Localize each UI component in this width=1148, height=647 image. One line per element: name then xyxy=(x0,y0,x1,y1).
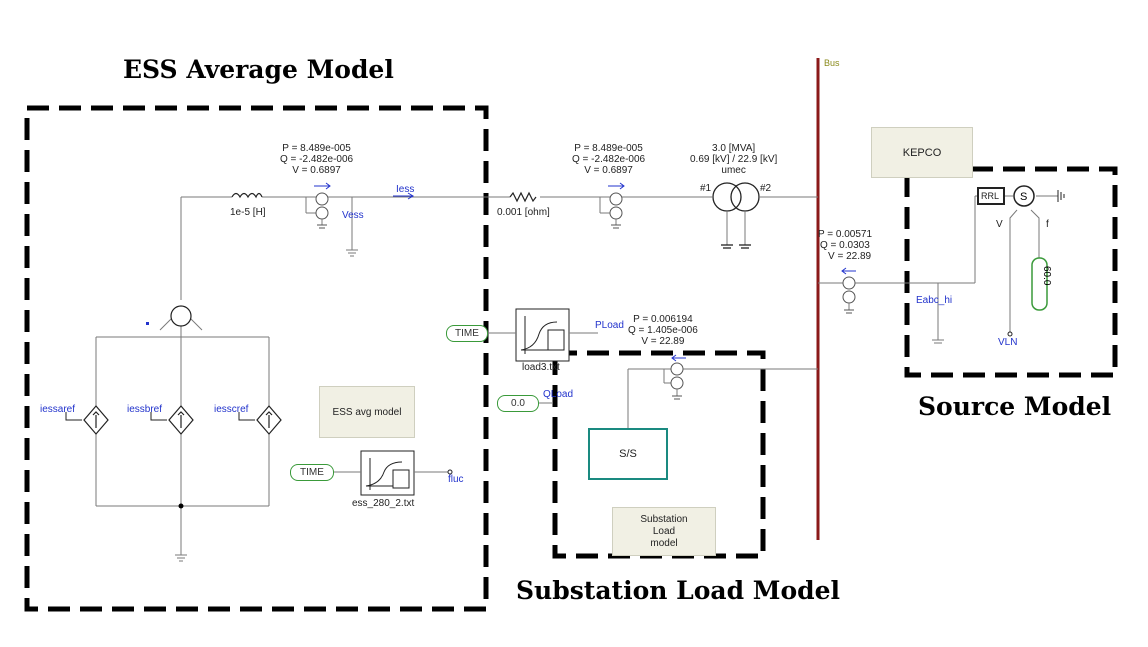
inductor-label: 1e-5 [H] xyxy=(230,207,266,218)
source-ref-arrows xyxy=(65,412,255,421)
meter-ess-out-readout: P = 8.489e-005 Q = -2.482e-006 V = 0.689… xyxy=(280,143,353,176)
pload-label: PLoad xyxy=(595,320,624,331)
bus-src-p: P = 0.00571 xyxy=(818,229,873,240)
tx-in-v: V = 0.6897 xyxy=(584,165,633,176)
ss-p: P = 0.006194 xyxy=(633,314,693,325)
ss-load-line-3: model xyxy=(650,537,678,549)
iess-label: Iess xyxy=(396,184,415,195)
substation-wire xyxy=(627,368,818,428)
load-table-wires xyxy=(486,332,598,404)
transformer-rating: 3.0 [MVA] xyxy=(712,143,756,154)
current-source-a[interactable] xyxy=(83,405,109,435)
meter-tx-in xyxy=(599,192,623,229)
v-input-label: V xyxy=(996,219,1003,230)
meter-arrow-1 xyxy=(314,182,331,190)
vln-terminal xyxy=(1007,331,1013,337)
transformer-voltage: 0.69 [kV] / 22.9 [kV] xyxy=(690,154,778,165)
source-title: Source Model xyxy=(918,392,1112,421)
tx-in-q: Q = -2.482e-006 xyxy=(572,154,646,165)
source-s-glyph: S xyxy=(1020,191,1027,203)
substation-title: Substation Load Model xyxy=(516,576,840,605)
ss-q: Q = 1.405e-006 xyxy=(628,325,698,336)
transformer-name: umec xyxy=(721,165,746,176)
ess-ground-node xyxy=(178,503,184,509)
transformer-w2: #2 xyxy=(760,183,772,194)
transformer-symbol xyxy=(712,182,760,249)
qload-label: QLoad xyxy=(543,389,574,400)
vess-label: Vess xyxy=(342,210,364,221)
meter-bus-src xyxy=(842,276,856,314)
meter-arrow-4 xyxy=(671,354,686,362)
ss-load-line-1: Substation xyxy=(640,513,688,525)
current-source-c[interactable] xyxy=(256,405,282,435)
iesscref-label: iesscref xyxy=(214,404,249,415)
ess-out-v: V = 0.6897 xyxy=(292,165,341,176)
iessaref-label: iessaref xyxy=(40,404,76,415)
voltage-source-symbol[interactable] xyxy=(1013,185,1035,207)
bus-src-v: V = 22.89 xyxy=(828,251,872,262)
meter-arrow-2 xyxy=(608,182,625,190)
vess-probe xyxy=(346,197,358,257)
source-ground-icon xyxy=(1057,190,1065,202)
ss-load-line-2: Load xyxy=(652,525,676,537)
time-input-load[interactable]: TIME xyxy=(446,325,488,342)
ess-marker xyxy=(146,322,149,325)
ess-converter xyxy=(95,311,270,562)
load-table-block[interactable] xyxy=(515,308,570,362)
qload-const-input[interactable]: 0.0 xyxy=(497,395,539,412)
tx-in-p: P = 8.489e-005 xyxy=(574,143,643,154)
time-input-ess[interactable]: TIME xyxy=(290,464,334,481)
ess-file-label: ess_280_2.txt xyxy=(352,498,415,509)
ess-table-block[interactable] xyxy=(360,450,415,496)
rrl-label: RRL xyxy=(981,191,1000,201)
resistor-label: 0.001 [ohm] xyxy=(497,207,550,218)
fluc-label: fluc xyxy=(448,474,464,485)
ess-avg-model-box[interactable]: ESS avg model xyxy=(319,386,415,438)
ess-region xyxy=(24,105,489,612)
kepco-box[interactable]: KEPCO xyxy=(871,127,973,178)
meter-tx-in-readout: P = 8.489e-005 Q = -2.482e-006 V = 0.689… xyxy=(572,143,645,176)
substation-load-model-box[interactable]: Substation Load model xyxy=(612,507,716,556)
inductor-symbol xyxy=(231,192,263,199)
resistor-symbol xyxy=(509,191,537,203)
ess-out-q: Q = -2.482e-006 xyxy=(280,154,354,165)
iess-arrow xyxy=(393,192,414,200)
transformer-w1: #1 xyxy=(700,183,712,194)
bus-label: Bus xyxy=(824,58,840,68)
eabc-label: Eabc_hi xyxy=(916,295,953,306)
iessbref-label: iessbref xyxy=(127,404,163,415)
ess-node xyxy=(170,305,192,327)
load-file-label: load3.txt xyxy=(522,362,560,373)
substation-region xyxy=(552,350,766,559)
main-wire xyxy=(180,196,818,300)
meter-bus-src-readout: P = 0.00571 Q = 0.0303 V = 22.89 xyxy=(818,229,872,262)
rrl-block[interactable] xyxy=(977,187,1005,205)
meter-ess-out xyxy=(305,192,329,229)
ess-title: ESS Average Model xyxy=(123,55,394,84)
f-input-label: f xyxy=(1046,219,1049,230)
meter-ss xyxy=(670,362,684,400)
freq-const-text: 60.0 xyxy=(1041,266,1052,286)
vln-label: VLN xyxy=(998,337,1018,348)
source-region xyxy=(904,166,1118,378)
ss-block[interactable]: S/S xyxy=(588,428,668,480)
fluc-terminal xyxy=(447,469,453,475)
source-inputs xyxy=(1009,209,1040,332)
meter-ss-readout: P = 0.006194 Q = 1.405e-006 V = 22.89 xyxy=(628,314,698,347)
ss-v: V = 22.89 xyxy=(641,336,685,347)
bus-src-q: Q = 0.0303 xyxy=(820,240,870,251)
freq-const-pill[interactable] xyxy=(1031,257,1048,311)
meter-arrow-3 xyxy=(841,267,856,275)
source-wire xyxy=(818,195,1058,344)
current-source-b[interactable] xyxy=(168,405,194,435)
ess-out-p: P = 8.489e-005 xyxy=(282,143,351,154)
transformer-label: 3.0 [MVA] 0.69 [kV] / 22.9 [kV] umec xyxy=(690,143,777,176)
